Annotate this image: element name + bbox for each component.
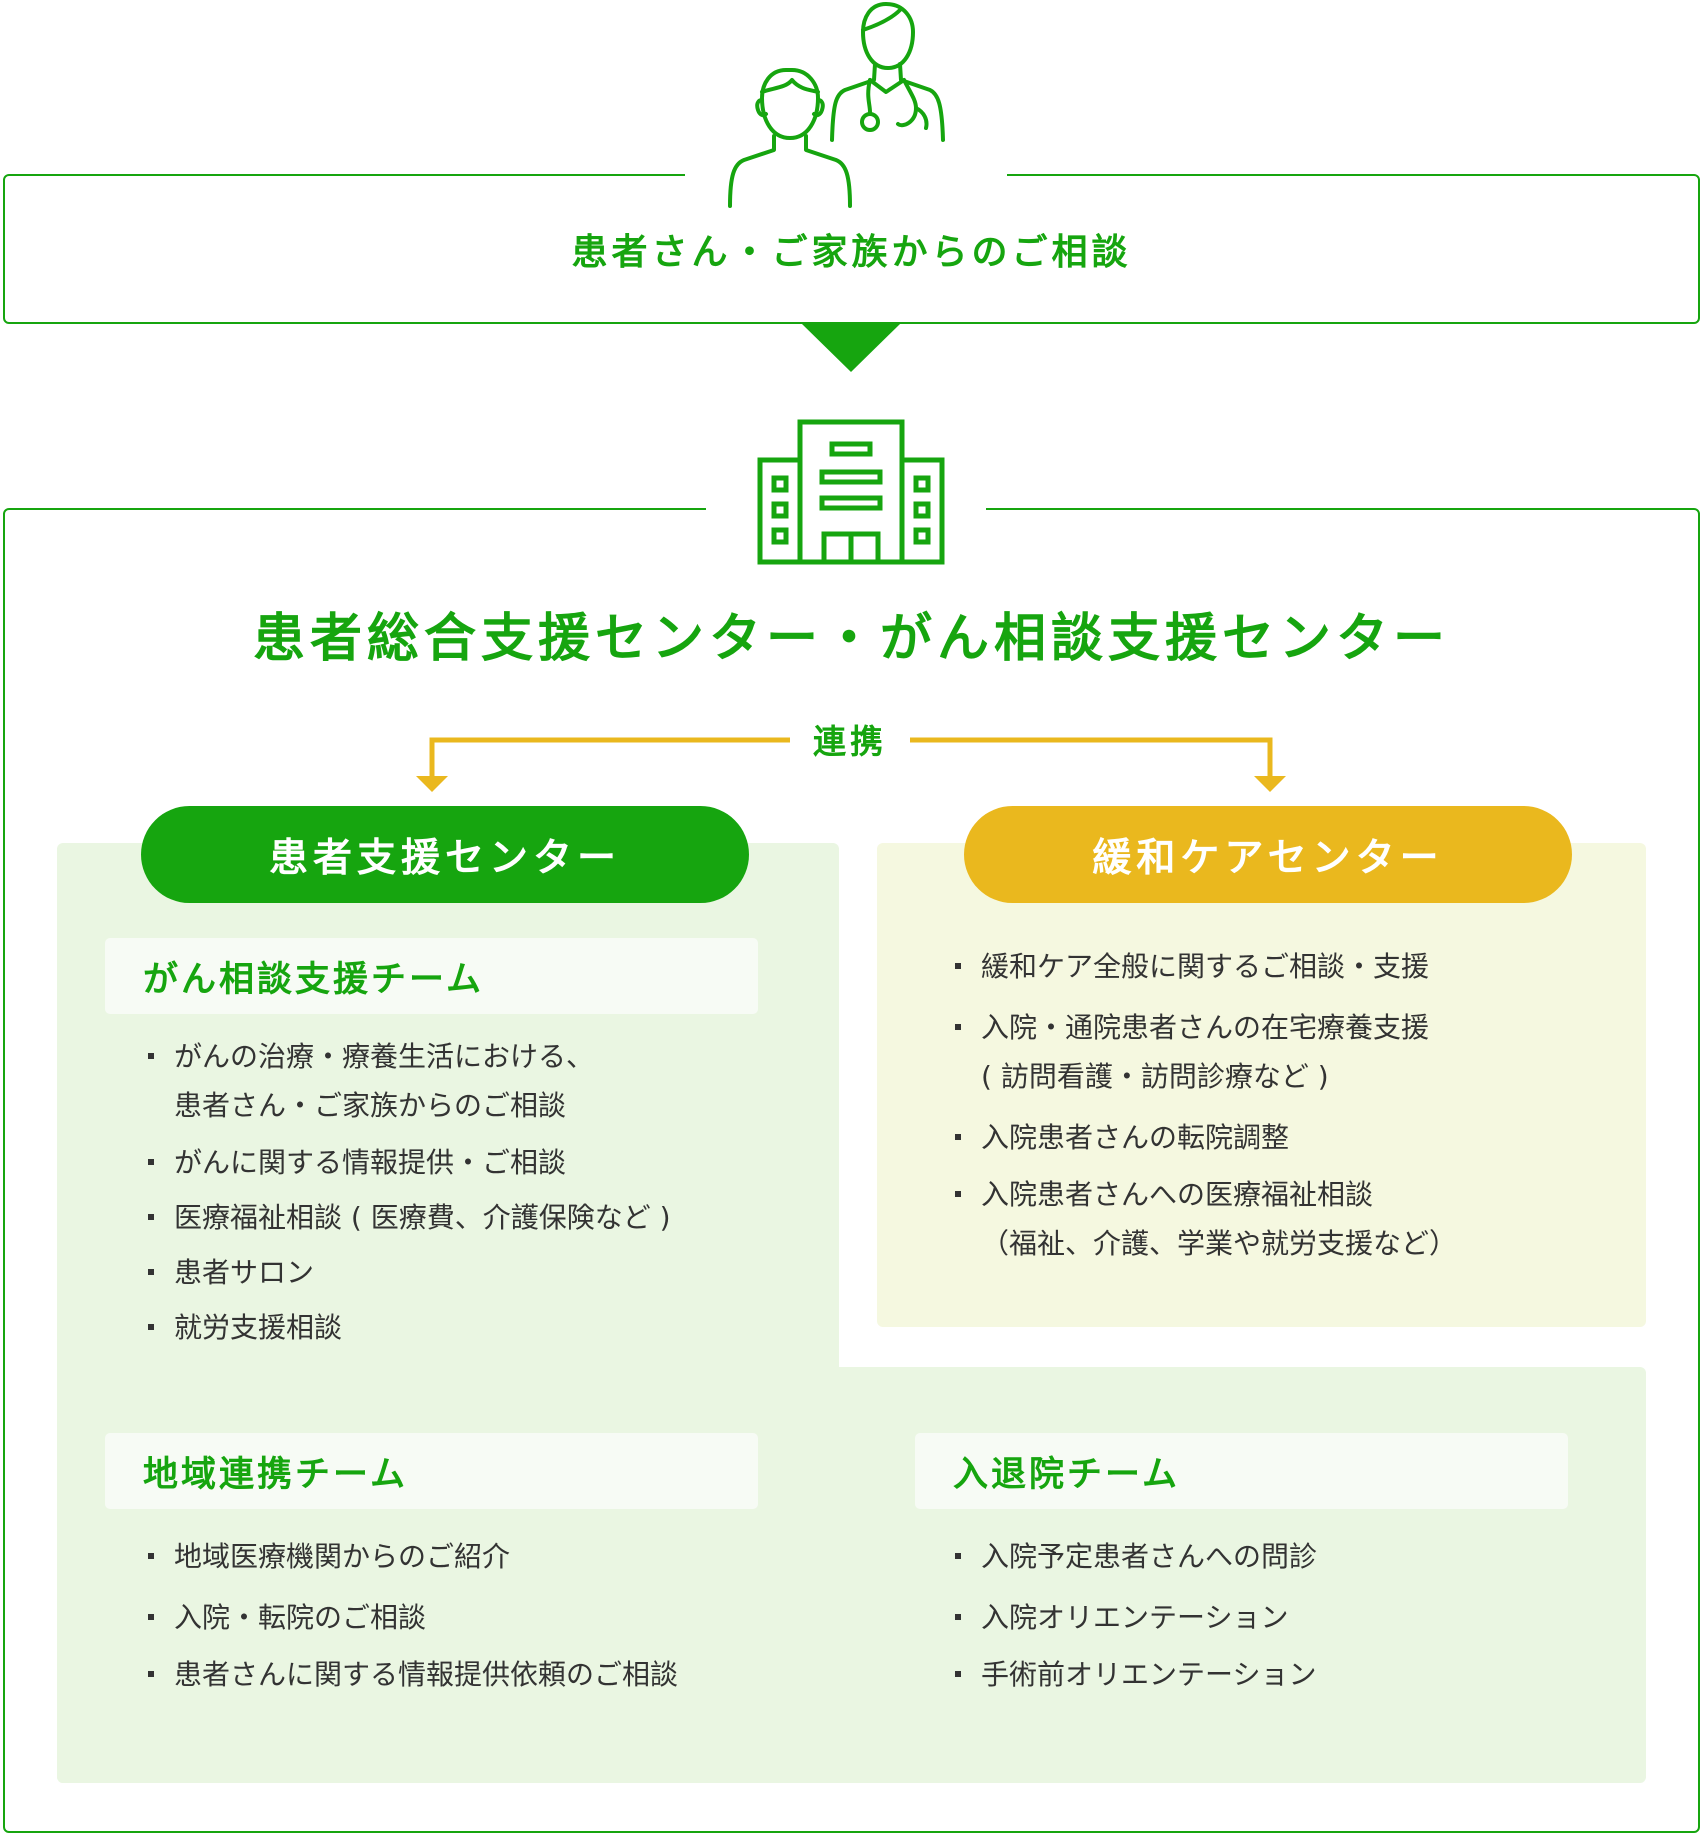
list-item: 入院患者さんへの医療福祉相談 （福祉、介護、学業や就労支援など）	[955, 1170, 1615, 1268]
admission-team-title: 入退院チーム	[915, 1433, 1568, 1509]
list-item: 地域医療機関からのご紹介	[148, 1532, 768, 1581]
list-item: 就労支援相談	[148, 1303, 748, 1352]
list-item: がんに関する情報提供・ご相談	[148, 1138, 748, 1187]
community-team-list: 地域医療機関からのご紹介 入院・転院のご相談 患者さんに関する情報提供依頼のご相…	[148, 1532, 768, 1699]
palliative-list: 緩和ケア全般に関するご相談・支援 入院・通院患者さんの在宅療養支援 ( 訪問看護…	[955, 942, 1615, 1268]
patient-support-center-label: 患者支援センター	[141, 806, 749, 903]
list-item: 入院・転院のご相談	[148, 1593, 768, 1642]
list-item: 入院患者さんの転院調整	[955, 1113, 1615, 1162]
community-team-title: 地域連携チーム	[105, 1433, 758, 1509]
patient-and-doctor-icon	[728, 2, 945, 208]
list-item: 医療福祉相談 ( 医療費、介護保険など )	[148, 1193, 748, 1242]
list-item: 手術前オリエンテーション	[955, 1650, 1575, 1699]
center-title: 患者総合支援センター・がん相談支援センター	[252, 609, 1450, 669]
down-arrow-icon	[802, 324, 900, 372]
list-item: 入院オリエンテーション	[955, 1593, 1575, 1642]
link-arrows	[416, 737, 1286, 792]
cancer-team-title: がん相談支援チーム	[105, 938, 758, 1014]
list-item: 患者さんに関する情報提供依頼のご相談	[148, 1650, 768, 1699]
list-item: 患者サロン	[148, 1248, 748, 1297]
link-label: 連携	[813, 722, 887, 761]
cancer-team-list: がんの治療・療養生活における、 患者さん・ご家族からのご相談 がんに関する情報提…	[148, 1032, 748, 1352]
list-item: 入院予定患者さんへの問診	[955, 1532, 1575, 1581]
palliative-center-label: 緩和ケアセンター	[964, 806, 1572, 903]
admission-team-list: 入院予定患者さんへの問診 入院オリエンテーション 手術前オリエンテーション	[955, 1532, 1575, 1699]
hospital-building-icon	[757, 419, 945, 565]
list-item: 緩和ケア全般に関するご相談・支援	[955, 942, 1615, 991]
list-item: がんの治療・療養生活における、 患者さん・ご家族からのご相談	[148, 1032, 748, 1130]
list-item: 入院・通院患者さんの在宅療養支援 ( 訪問看護・訪問診療など )	[955, 1003, 1615, 1101]
consult-title: 患者さん・ご家族からのご相談	[571, 232, 1132, 273]
palliative-area	[877, 843, 1646, 1327]
